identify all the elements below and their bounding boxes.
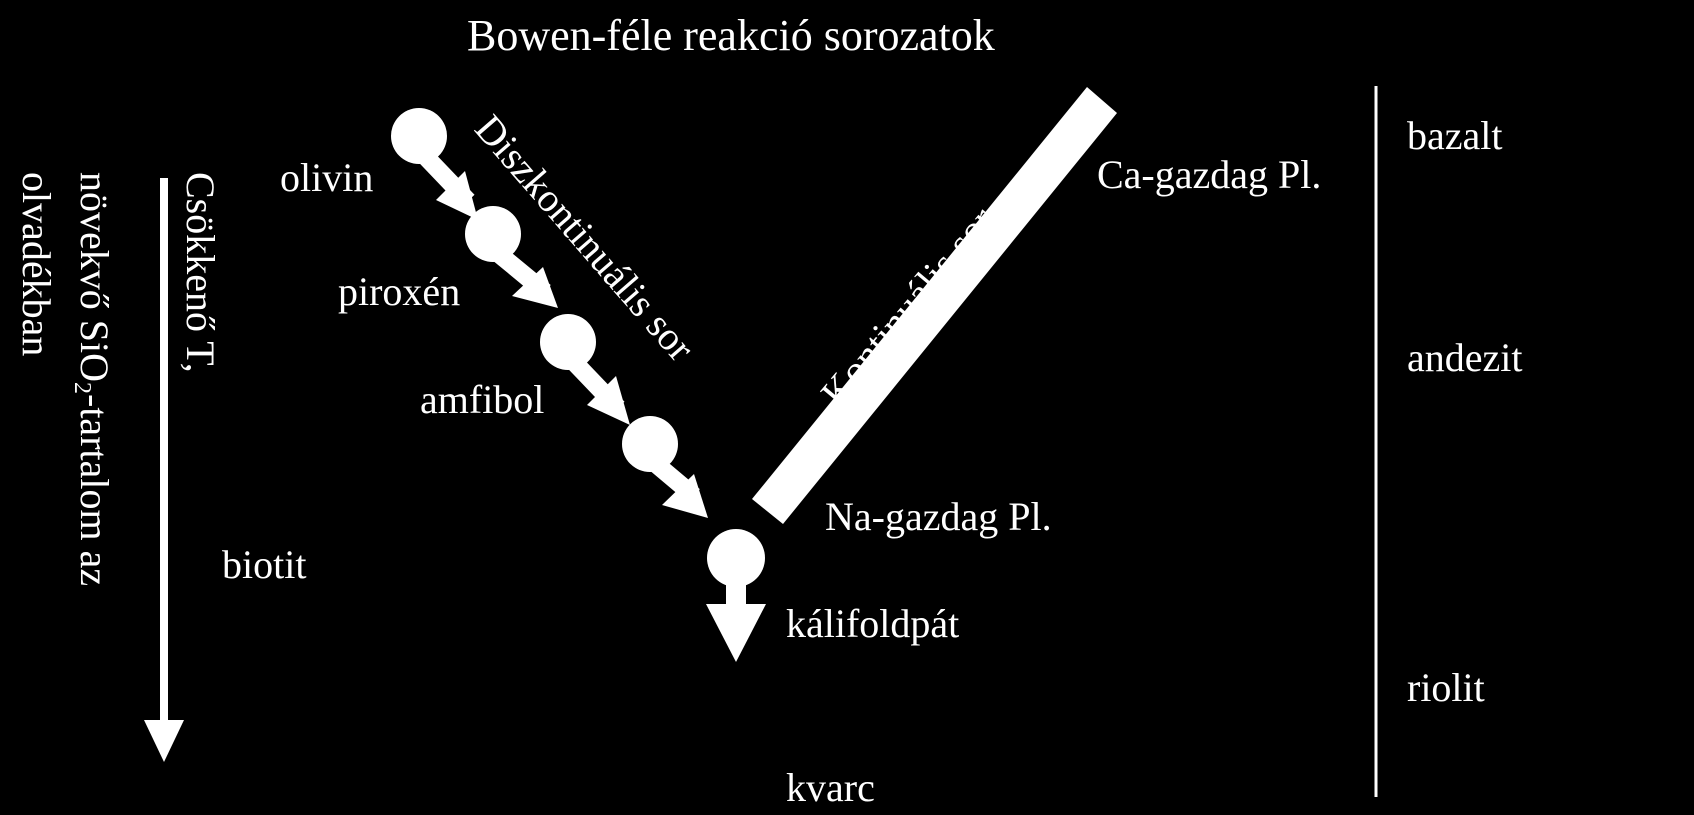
- plagioclase-ca-rich-label: Ca-gazdag Pl.: [1097, 152, 1322, 197]
- axis-melt-label: olvadékban: [14, 172, 59, 357]
- axis-sio2-prefix: növekvő SiO: [72, 172, 117, 382]
- axis-sio2-subscript: 2: [69, 382, 95, 394]
- diagram-title: Bowen-féle reakció sorozatok: [467, 11, 995, 60]
- mineral-label-pyroxene: piroxén: [338, 269, 461, 314]
- discontinuous-node-olivine: [391, 108, 478, 220]
- axis-sio2-suffix: -tartalom az: [72, 394, 117, 587]
- rock-label-andesite: andezit: [1407, 335, 1523, 380]
- temperature-arrow: [144, 178, 184, 762]
- mineral-label-biotite: biotit: [222, 542, 307, 587]
- mineral-label-olivine: olivin: [280, 155, 374, 200]
- plagioclase-na-rich-label: Na-gazdag Pl.: [825, 494, 1052, 539]
- rock-label-basalt: bazalt: [1407, 113, 1503, 158]
- final-node-kfeldspar: [706, 529, 766, 662]
- axis-temperature-label: Csökkenő T,: [178, 172, 223, 373]
- discontinuous-node-pyroxene: [465, 206, 558, 308]
- mineral-label-amphibole: amfibol: [420, 377, 545, 422]
- continuous-series-bar: [752, 87, 1117, 524]
- discontinuous-node-biotite: [622, 416, 708, 518]
- rock-label-rhyolite: riolit: [1407, 665, 1485, 710]
- axis-sio2-label: növekvő SiO2-tartalom az: [69, 172, 117, 587]
- discontinuous-node-amphibole: [540, 314, 630, 425]
- mineral-label-quartz: kvarc: [786, 765, 875, 810]
- mineral-label-kfeldspar: kálifoldpát: [786, 601, 960, 646]
